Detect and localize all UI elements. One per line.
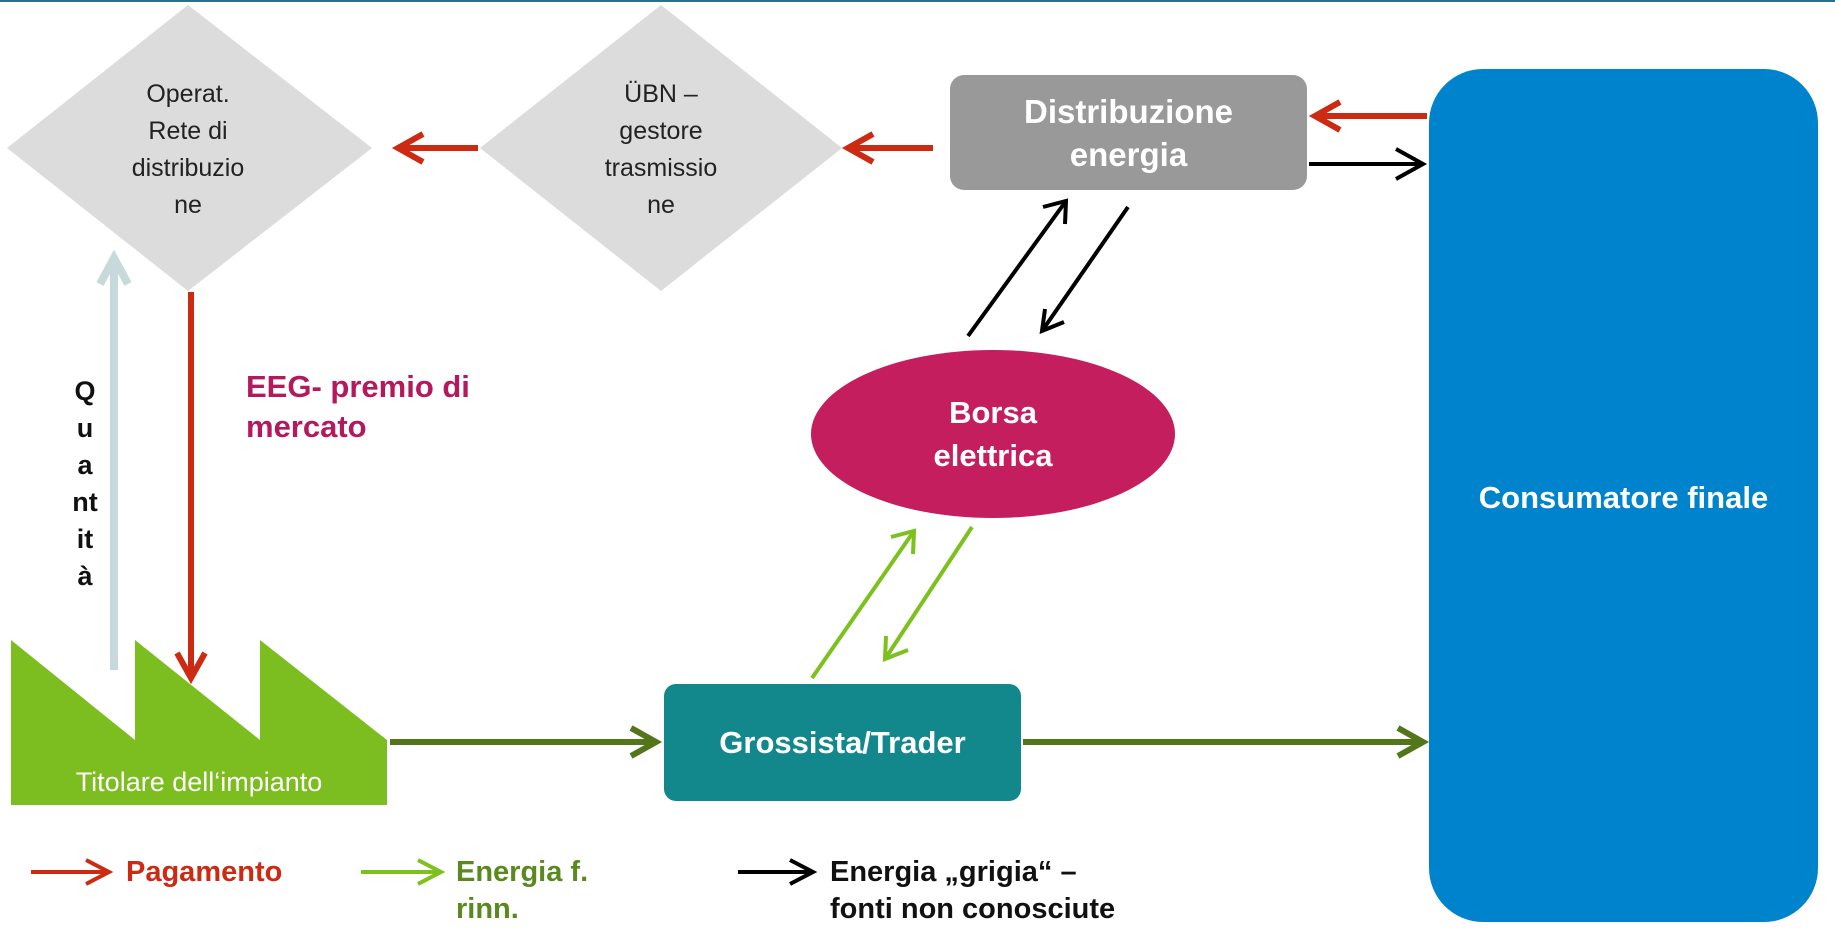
grey-arrow-distribution-to-exchange: [1040, 205, 1130, 333]
quantity-arrow: [96, 249, 132, 670]
wholesaler-box: [664, 684, 1021, 801]
exchange-label: Borsa elettrica: [933, 395, 1053, 473]
legend-renewable-label: Energia f. rinn.: [456, 856, 589, 925]
plant-owner-label: Titolare dell‘impianto: [75, 766, 323, 797]
legend-renewable-arrow: [361, 858, 446, 886]
grey-energy-arrows: [966, 147, 1428, 338]
top-rule: [0, 0, 1835, 2]
dso-label: Operat. Rete di distribuzio ne: [131, 80, 245, 219]
quantity-label: Q u a nt it à: [72, 376, 98, 591]
plant-shape: [11, 640, 387, 805]
consumer-label: Consumatore finale: [1478, 480, 1769, 515]
payment-arrow-dso-to-plant-head: [174, 651, 208, 685]
renewable-arrows-dark: [390, 725, 1430, 759]
payment-arrow-consumer-to-distribution-head: [1308, 99, 1342, 133]
consumer-box: [1429, 69, 1818, 922]
renewable-arrows-light: [810, 525, 974, 680]
legend-grey-label: Energia „grigia“ – fonti non conosciute: [830, 856, 1116, 925]
renewable-arrow-exchange-to-wholesaler: [883, 525, 974, 661]
wholesaler-label: Grossista/Trader: [719, 724, 966, 760]
payment-arrow-distribution-to-tso-head: [841, 131, 875, 165]
legend-payment-label: Pagamento: [126, 856, 283, 888]
distribution-label: Distribuzione energia: [1023, 92, 1233, 173]
exchange-ellipse: [811, 350, 1175, 518]
dso-diamond: [7, 5, 372, 291]
payment-arrow-tso-to-dso-head: [391, 131, 425, 165]
tso-diamond: [480, 5, 842, 291]
legend-grey-arrow: [738, 858, 818, 886]
grey-arrow-exchange-to-distribution: [966, 199, 1068, 338]
eeg-premium-label: EEG- premio di mercato: [246, 369, 470, 444]
distribution-box: [950, 75, 1307, 190]
payment-arrows: [174, 99, 1427, 685]
renewable-arrow-wholesaler-to-exchange: [810, 529, 916, 680]
legend-payment-arrow: [31, 858, 114, 886]
tso-label: ÜBN – gestore trasmissio ne: [604, 80, 718, 219]
